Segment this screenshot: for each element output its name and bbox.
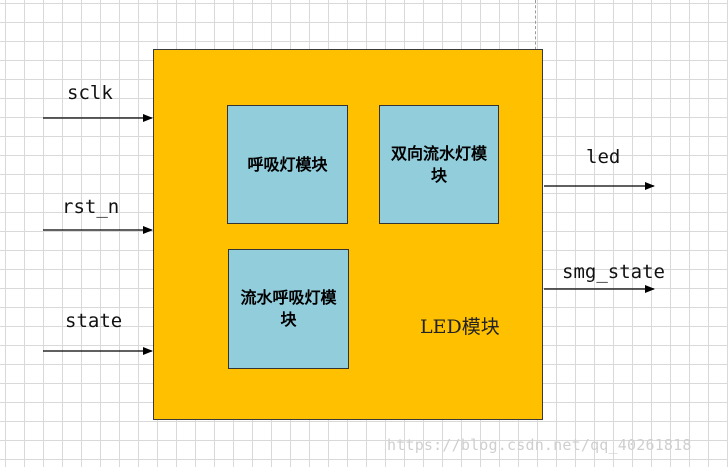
bidirectional-flowing-light-module: 双向流水灯模块 <box>379 105 499 224</box>
output-label-smg-state: smg_state <box>562 261 665 283</box>
flowing-breathing-light-module-label: 流水呼吸灯模块 <box>240 288 337 329</box>
guide-dashed-line <box>535 0 536 55</box>
input-label-sclk: sclk <box>67 82 113 104</box>
bidirectional-flowing-light-module-label: 双向流水灯模块 <box>390 143 487 185</box>
breathing-light-module: 呼吸灯模块 <box>227 105 348 224</box>
flowing-breathing-light-module: 流水呼吸灯模块 <box>228 249 349 369</box>
led-module-label: LED模块 <box>420 316 500 338</box>
output-label-led: led <box>586 146 621 168</box>
input-label-state: state <box>65 310 123 332</box>
breathing-light-module-label: 呼吸灯模块 <box>247 154 328 174</box>
input-label-rst-n: rst_n <box>62 196 120 218</box>
watermark-url: https://blog.csdn.net/qq_40261818 <box>387 436 692 454</box>
